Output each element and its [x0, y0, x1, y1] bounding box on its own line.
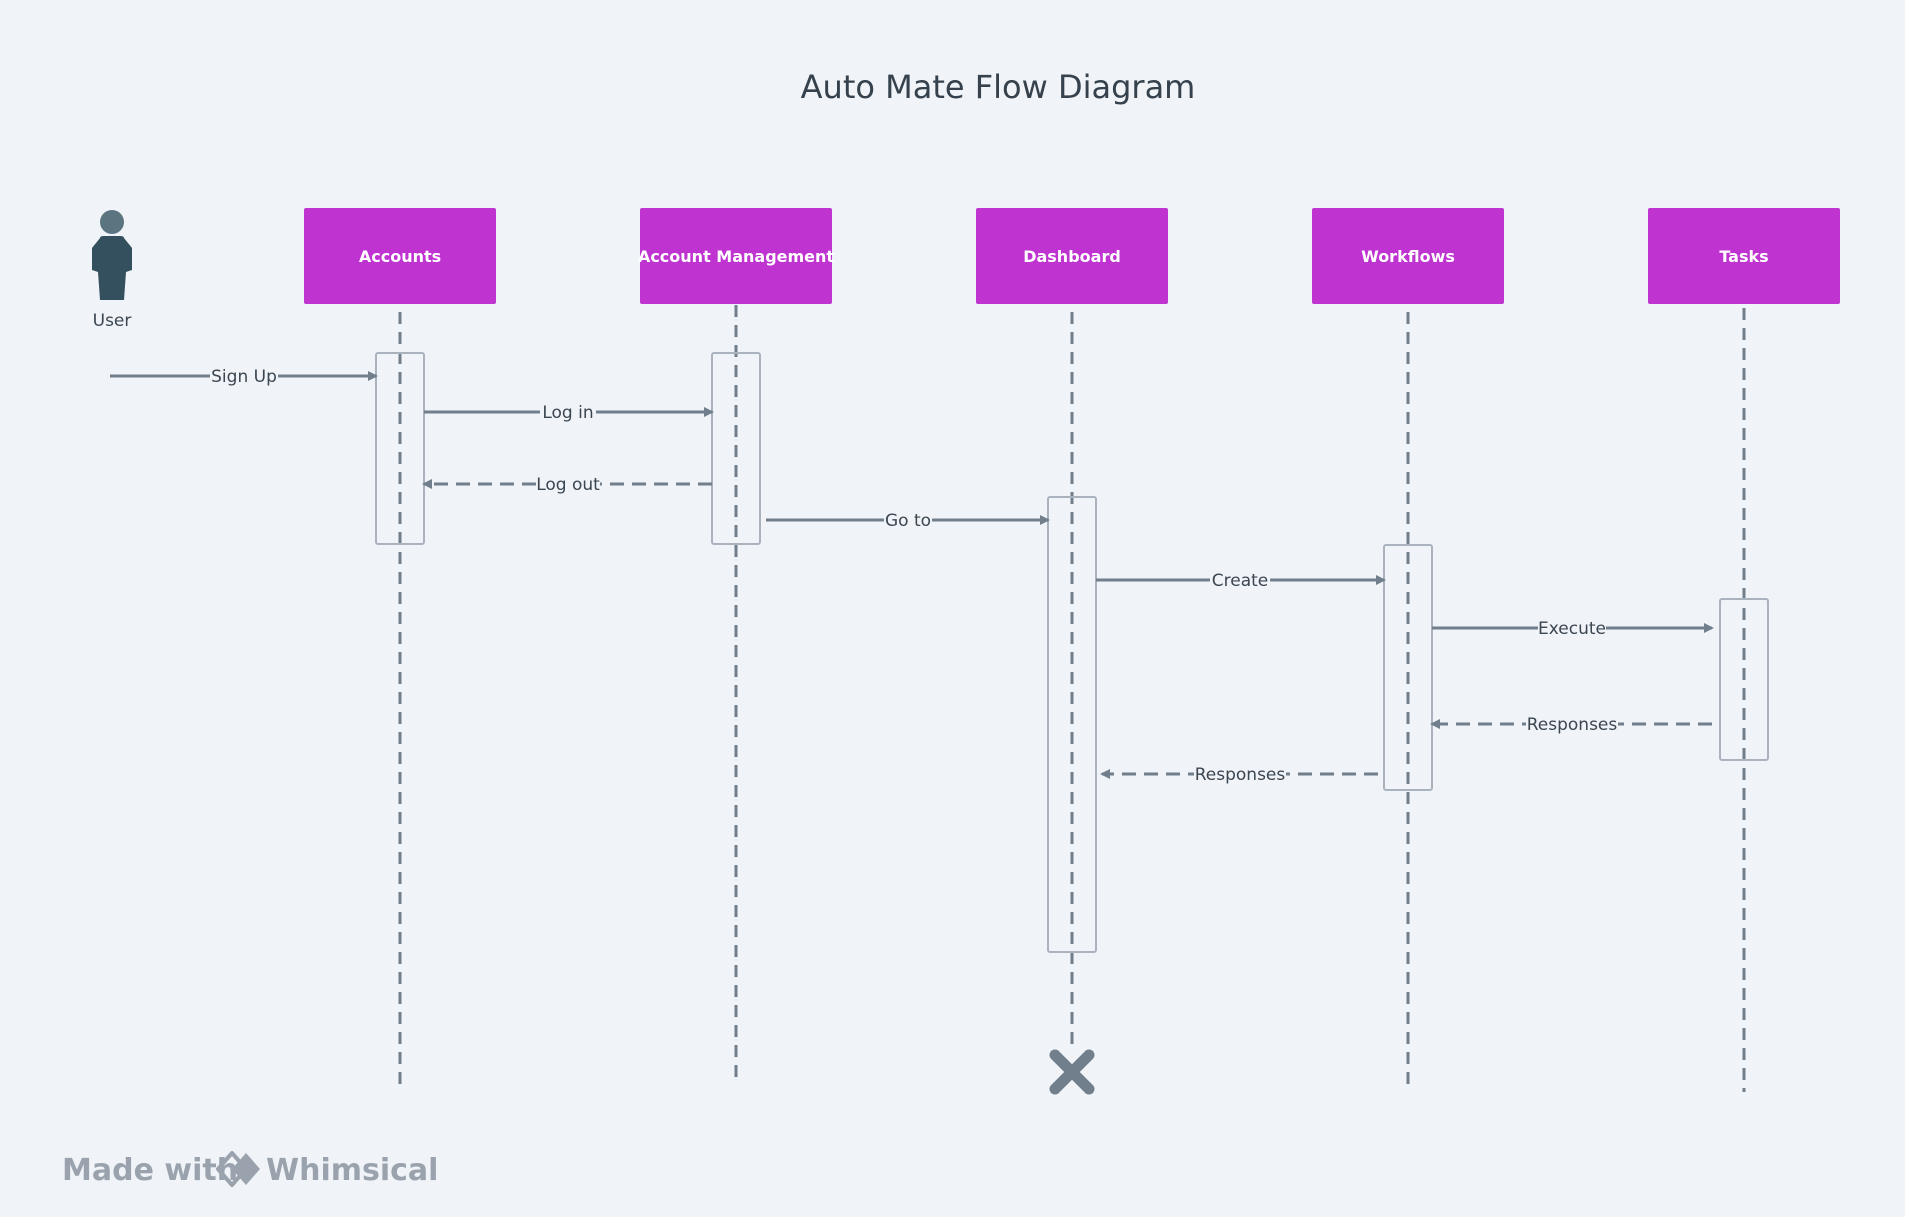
activations	[375, 352, 1769, 953]
message-responses-tasks: Responses	[1430, 711, 1712, 737]
message-label: Log in	[542, 403, 593, 423]
message-label: Create	[1212, 571, 1269, 591]
activation-workflows	[1383, 544, 1433, 791]
message-go-to: Go to	[766, 507, 1050, 533]
message-label: Responses	[1527, 715, 1618, 735]
actor-label: User	[93, 311, 132, 331]
message-label: Go to	[885, 511, 931, 531]
participant-accounts[interactable]: Accounts	[304, 208, 496, 304]
destroy-x-icon	[1049, 1049, 1095, 1095]
watermark-prefix: Made with	[62, 1153, 238, 1188]
participant-label: Tasks	[1719, 247, 1768, 266]
participants: Accounts Account Management Dashboard Wo…	[304, 208, 1840, 304]
message-label: Log out	[536, 475, 600, 495]
participant-dashboard[interactable]: Dashboard	[976, 208, 1168, 304]
message-create: Create	[1096, 567, 1386, 593]
activation-dashboard	[1047, 496, 1097, 953]
participant-account-management[interactable]: Account Management	[638, 208, 834, 304]
participant-label: Accounts	[359, 247, 441, 266]
activation-accounts	[375, 352, 425, 545]
message-log-in: Log in	[424, 399, 714, 425]
person-icon	[92, 210, 132, 300]
participant-tasks[interactable]: Tasks	[1648, 208, 1840, 304]
lifelines	[398, 305, 1746, 1092]
activation-account-management	[711, 352, 761, 545]
participant-workflows[interactable]: Workflows	[1312, 208, 1504, 304]
whimsical-logo-icon	[216, 1151, 260, 1187]
message-execute: Execute	[1432, 615, 1714, 641]
message-responses-workflows: Responses	[1100, 761, 1378, 787]
participant-label: Account Management	[638, 247, 834, 266]
message-log-out: Log out	[422, 471, 712, 497]
watermark-brand: Whimsical	[266, 1153, 438, 1188]
message-label: Responses	[1195, 765, 1286, 785]
activation-tasks	[1719, 598, 1769, 761]
watermark[interactable]: Made with Whimsical	[62, 1151, 438, 1188]
messages: Sign Up Log in Log out Go to Create Exec…	[110, 363, 1714, 787]
participant-label: Dashboard	[1023, 247, 1121, 266]
message-label: Execute	[1538, 619, 1606, 639]
diagram-title: Auto Mate Flow Diagram	[801, 68, 1196, 106]
actor-user[interactable]: User	[92, 210, 132, 331]
participant-label: Workflows	[1361, 247, 1455, 266]
message-sign-up: Sign Up	[110, 363, 378, 389]
message-label: Sign Up	[211, 367, 277, 387]
